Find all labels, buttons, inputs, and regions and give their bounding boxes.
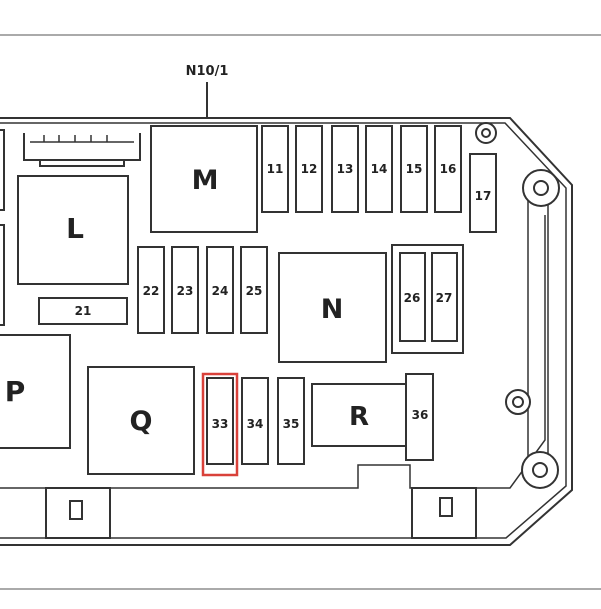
fuse-16-label: 16 — [440, 162, 457, 176]
fuse-23: 23 — [171, 246, 199, 334]
fuse-21-label: 21 — [75, 304, 92, 318]
fuse-16: 16 — [434, 125, 462, 213]
bottom-clip-left — [45, 487, 111, 539]
relay-n-label: N — [321, 294, 344, 325]
fuse-25-label: 25 — [246, 284, 263, 298]
fuse-25: 25 — [240, 246, 268, 334]
relay-m-label: M — [192, 165, 219, 196]
fuse-21: 21 — [38, 297, 128, 325]
housing-outline — [0, 117, 573, 546]
fuse-14-label: 14 — [371, 162, 388, 176]
fuse-22: 22 — [137, 246, 165, 334]
fuse-36-label: 36 — [412, 408, 429, 422]
relay-m: M — [150, 125, 258, 233]
mounting-hole-bottom — [521, 451, 559, 489]
fuse-33-highlight — [201, 372, 239, 477]
fuse-27-label: 27 — [436, 291, 453, 305]
fuse-15: 15 — [400, 125, 428, 213]
fuse-14: 14 — [365, 125, 393, 213]
fuse-17-label: 17 — [475, 189, 492, 203]
housing-step — [0, 215, 546, 489]
fuse-13-label: 13 — [337, 162, 354, 176]
fuse-15-label: 15 — [406, 162, 423, 176]
fuse-26-label: 26 — [404, 291, 421, 305]
relay-n: N — [278, 252, 387, 363]
mounting-hole-top — [475, 122, 497, 144]
fuse-12: 12 — [295, 125, 323, 213]
relay-r-label: R — [349, 402, 369, 432]
mounting-hole-right — [522, 169, 560, 207]
relay-p-label: P — [5, 375, 26, 408]
fuse-27: 27 — [431, 252, 458, 342]
fuse-24: 24 — [206, 246, 234, 334]
fuse-36: 36 — [405, 373, 434, 461]
fuse-33: 33 — [206, 377, 234, 465]
fuse-34-label: 34 — [247, 417, 264, 431]
module-label: N10/1 — [186, 64, 229, 79]
fuse-26: 26 — [399, 252, 426, 342]
relay-q-label: Q — [130, 406, 153, 437]
relay-p: P — [0, 334, 71, 449]
fuse-23-label: 23 — [177, 284, 194, 298]
left-edge-block — [0, 129, 5, 211]
left-edge-block-2 — [0, 224, 5, 326]
fuse-12-label: 12 — [301, 162, 318, 176]
mounting-hole-mid — [505, 389, 531, 415]
fuse-17: 17 — [469, 153, 497, 233]
fuse-34: 34 — [241, 377, 269, 465]
relay-r: R — [311, 383, 407, 447]
fuse-11-label: 11 — [267, 162, 284, 176]
fuse-33-label: 33 — [212, 417, 229, 431]
connector — [23, 133, 141, 167]
fuse-22-label: 22 — [143, 284, 160, 298]
bottom-clip-right — [411, 487, 477, 539]
relay-q: Q — [87, 366, 195, 475]
fuse-11: 11 — [261, 125, 289, 213]
relay-l-label: L — [66, 212, 84, 245]
fuse-13: 13 — [331, 125, 359, 213]
fuse-24-label: 24 — [212, 284, 229, 298]
fuse-35-label: 35 — [283, 417, 300, 431]
fuse-35: 35 — [277, 377, 305, 465]
relay-l: L — [17, 175, 129, 285]
